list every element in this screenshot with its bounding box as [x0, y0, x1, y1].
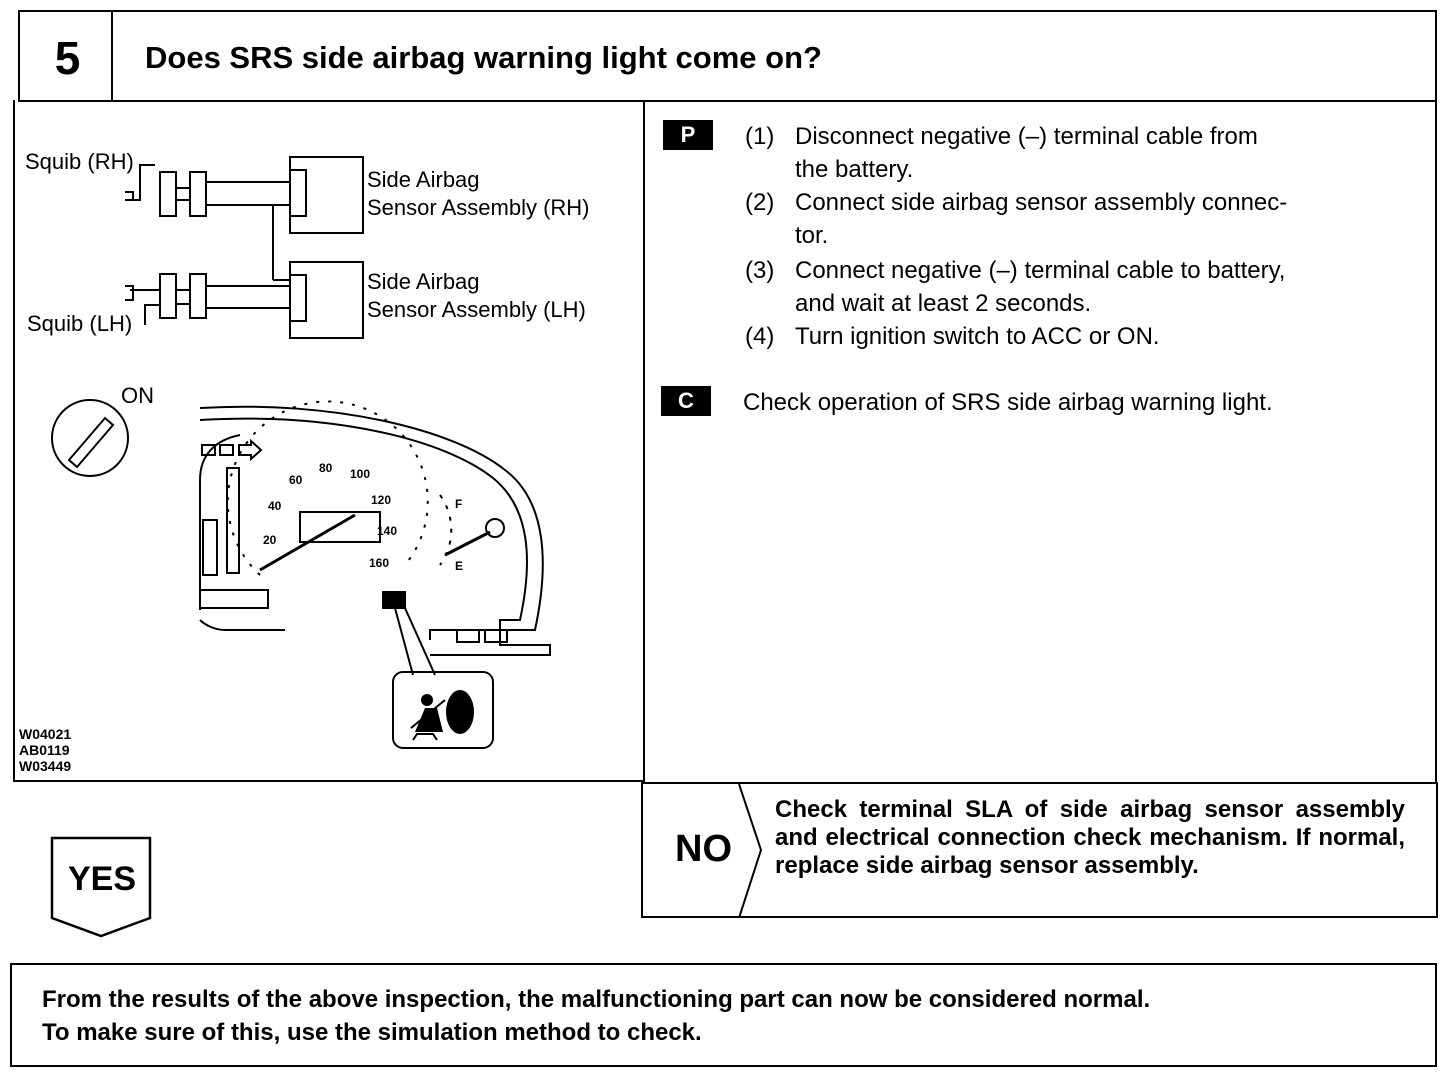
- check-badge: C: [661, 386, 711, 416]
- step-number: 5: [54, 32, 81, 84]
- wiring-and-cluster-illustration: [51, 156, 551, 749]
- ignition-on-label: ON: [121, 383, 154, 408]
- speedo-tick-140: 140: [377, 524, 398, 538]
- page-title: Does SRS side airbag warning light come …: [145, 40, 822, 75]
- step-3-number: (3): [745, 257, 775, 284]
- step-1-number: (1): [745, 123, 775, 150]
- step-1-text-line1: Disconnect negative (–) terminal cable f…: [795, 123, 1258, 150]
- sensor-rh-label-line2: Sensor Assembly (RH): [367, 195, 590, 220]
- procedure-panel: P (1) Disconnect negative (–) terminal c…: [643, 100, 1437, 784]
- figure-code-3: W03449: [19, 758, 72, 774]
- no-result-label: NO: [675, 828, 732, 870]
- step-3-text-line2: and wait at least 2 seconds.: [795, 290, 1092, 317]
- speedo-tick-160: 160: [369, 556, 390, 570]
- conclusion-line-1: From the results of the above inspection…: [42, 986, 1151, 1013]
- no-arrow-divider: [738, 784, 763, 918]
- step-2-text-line1: Connect side airbag sensor assembly conn…: [795, 189, 1288, 216]
- figure-panel: Squib (RH) Side Airbag Sensor Assembly (…: [13, 100, 645, 782]
- title-box: Does SRS side airbag warning light come …: [111, 10, 1437, 102]
- yes-result-label: YES: [67, 860, 137, 898]
- figure-code-1: W04021: [19, 726, 72, 742]
- airbag-warning-icon: [415, 690, 474, 734]
- step-1-text-line2: the battery.: [795, 156, 914, 183]
- speedo-tick-40: 40: [268, 499, 282, 513]
- step-number-box: 5: [18, 10, 113, 102]
- speedo-tick-20: 20: [263, 533, 277, 547]
- conclusion-line-2: To make sure of this, use the simulation…: [42, 1019, 702, 1046]
- speedo-tick-120: 120: [371, 493, 392, 507]
- fuel-full-label: F: [455, 497, 463, 511]
- check-step-text: Check operation of SRS side airbag warni…: [743, 389, 1273, 416]
- figure-code-2: AB0119: [19, 742, 70, 758]
- step-3-text-line1: Connect negative (–) terminal cable to b…: [795, 257, 1286, 284]
- no-result-box: NO Check terminal SLA of side airbag sen…: [641, 782, 1438, 918]
- preparation-badge: P: [663, 120, 713, 150]
- sensor-rh-label-line1: Side Airbag: [367, 167, 480, 192]
- step-4-text-line1: Turn ignition switch to ACC or ON.: [795, 323, 1160, 350]
- sensor-lh-label-line1: Side Airbag: [367, 269, 480, 294]
- conclusion-box: From the results of the above inspection…: [10, 963, 1437, 1067]
- conclusion-text: From the results of the above inspection…: [42, 983, 1150, 1049]
- yes-arrow-shape: [50, 836, 152, 938]
- speedo-tick-100: 100: [350, 467, 371, 481]
- squib-lh-label: Squib (LH): [27, 311, 133, 336]
- speedo-tick-80: 80: [319, 461, 333, 475]
- step-4-number: (4): [745, 323, 775, 350]
- step-2-text-line2: tor.: [795, 222, 829, 249]
- fuel-empty-label: E: [455, 559, 464, 573]
- speedo-tick-60: 60: [289, 473, 303, 487]
- no-result-text: Check terminal SLA of side airbag sensor…: [775, 796, 1405, 879]
- sensor-lh-label-line2: Sensor Assembly (LH): [367, 297, 586, 322]
- step-2-number: (2): [745, 189, 775, 216]
- squib-rh-label: Squib (RH): [25, 149, 134, 174]
